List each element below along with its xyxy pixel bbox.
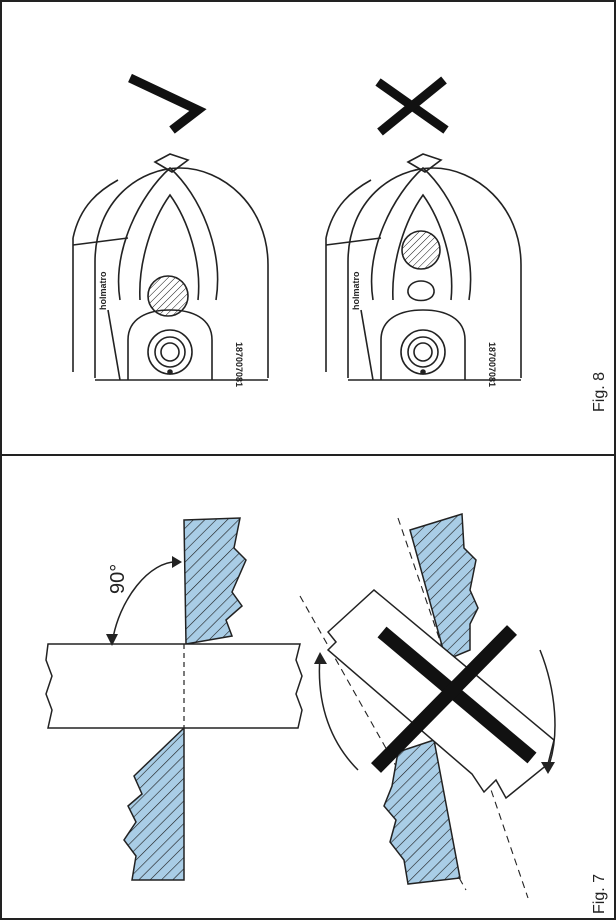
figure-7: 90° Fig. 7: [45, 513, 608, 914]
cutter-correct-position: [72, 153, 269, 381]
figure-7-label: Fig. 7: [591, 874, 608, 914]
check-mark-icon: [128, 73, 207, 134]
tool-code-right: 187007081: [487, 342, 497, 387]
big-cross-icon: [371, 625, 537, 773]
angle-label: 90°: [107, 564, 129, 594]
cutter-incorrect-position: [325, 153, 522, 381]
angled-cut-diagram: [299, 513, 556, 899]
tool-code-left: 187007081: [234, 342, 244, 387]
tool-brand-right: holmatro: [351, 271, 361, 310]
figure-8: holmatro 187007081 holmatro 187007081 Fi…: [72, 73, 608, 412]
cross-mark-icon: [375, 76, 449, 136]
tool-brand-left: holmatro: [98, 271, 108, 310]
perpendicular-cut-diagram: [45, 517, 303, 881]
figure-8-label: Fig. 8: [591, 372, 608, 412]
